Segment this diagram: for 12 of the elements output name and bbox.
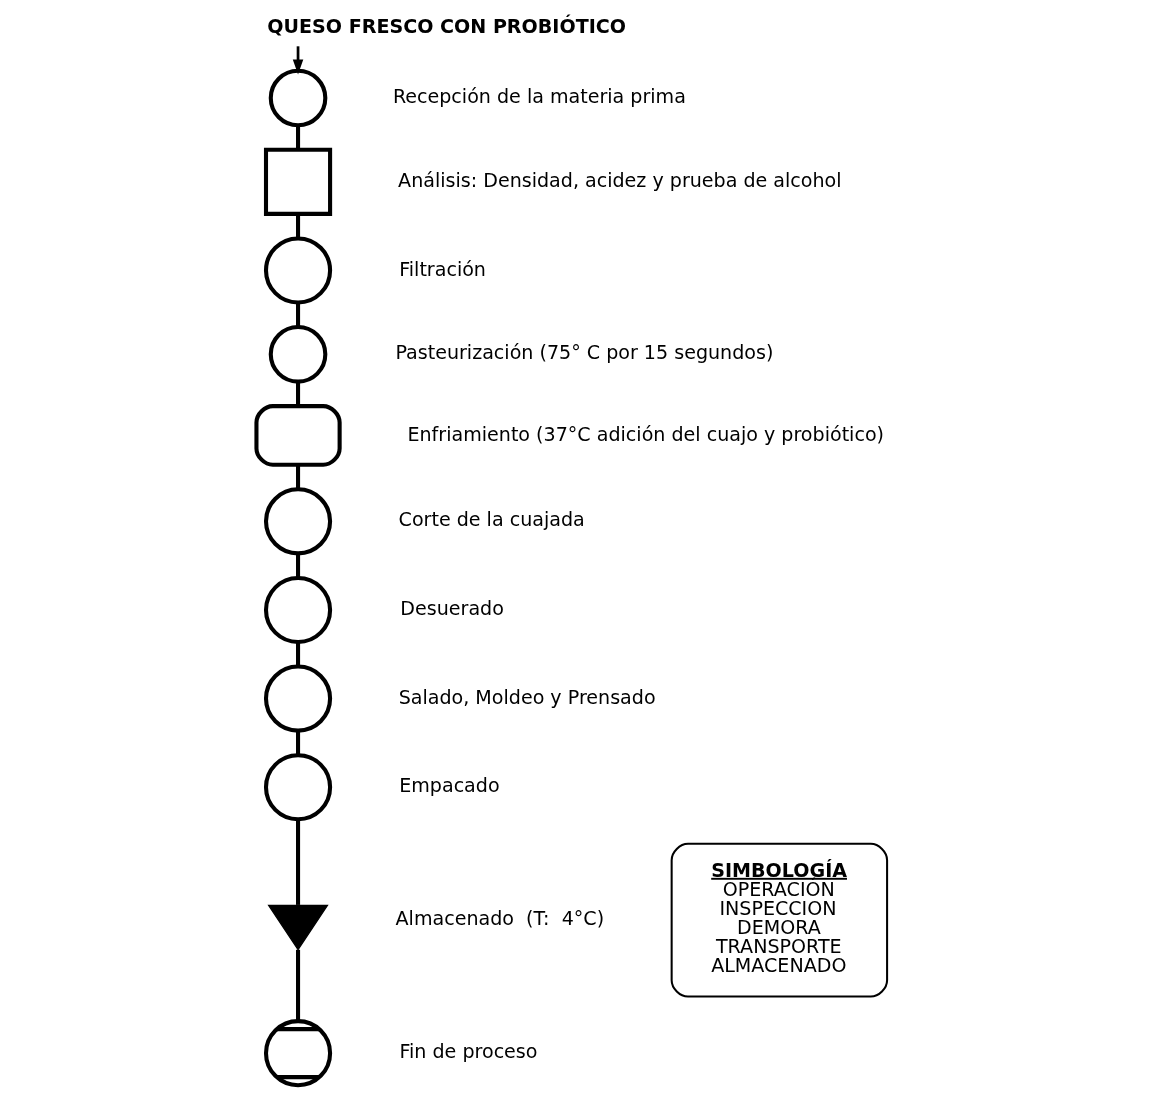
node-label: Salado, Moldeo y Prensado xyxy=(398,685,656,708)
node-label: Corte de la cuajada xyxy=(398,508,585,531)
node-label: Empacado xyxy=(399,774,500,797)
node-label: Filtración xyxy=(399,257,486,280)
node-label: Pasteurización (75° C por 15 segundos) xyxy=(395,341,774,364)
node-label: Recepción de la materia prima xyxy=(392,85,686,108)
node-label: Desuerado xyxy=(400,597,504,620)
diagram-title: QUESO FRESCO CON PROBIÓTICO xyxy=(267,15,626,38)
node-label: Enfriamiento (37°C adición del cuajo y probiótico) xyxy=(407,422,885,445)
node-label: Almacenado (T: 4°C) xyxy=(395,907,605,930)
node-label: Fin de proceso xyxy=(399,1040,538,1063)
node-label: Análisis: Densidad, acidez y prueba de alcohol xyxy=(398,168,842,191)
